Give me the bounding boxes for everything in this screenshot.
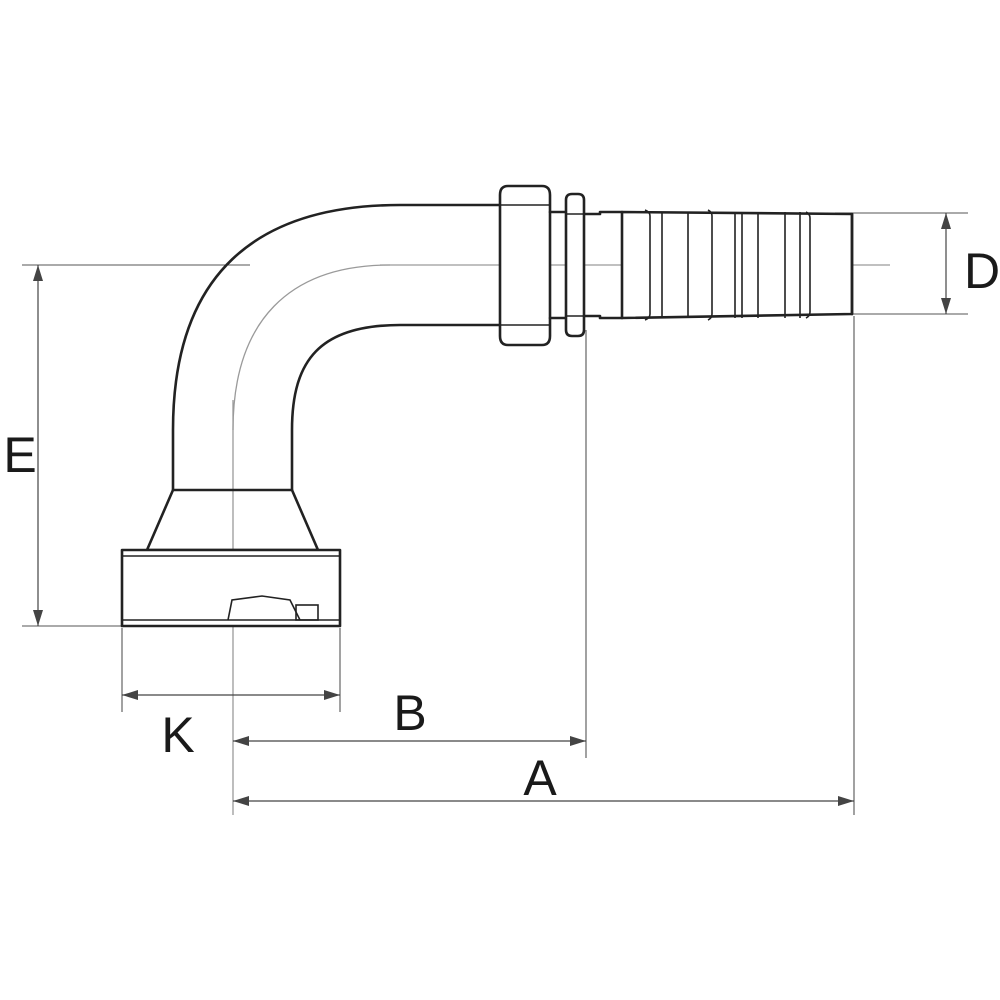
stem-neck <box>582 210 624 320</box>
arrow-k-right <box>324 690 340 700</box>
flange-block <box>120 548 342 628</box>
dimension-label-e: E <box>3 427 36 483</box>
dimension-label-a: A <box>523 750 557 806</box>
barbed-stem <box>620 210 854 320</box>
dimension-label-k: K <box>161 707 194 763</box>
dimension-labels: E D K B A <box>3 243 1000 806</box>
arrow-k-left <box>122 690 138 700</box>
dimension-label-b: B <box>393 685 426 741</box>
bend-inner-wall <box>290 323 502 492</box>
center-lines <box>232 264 890 815</box>
barb-ring <box>707 209 713 321</box>
flange-slot <box>295 604 319 621</box>
barb-ring <box>644 209 651 321</box>
arrow-d-bottom <box>941 298 951 314</box>
center-line-bend <box>232 264 391 431</box>
arrow-b-left <box>233 736 249 746</box>
bend-outer-wall <box>171 203 502 492</box>
dimension-lines <box>33 213 951 806</box>
barb-ring <box>805 211 811 319</box>
flange-notch <box>227 595 301 621</box>
extension-lines <box>22 212 968 815</box>
arrow-a-left <box>233 796 249 806</box>
hex-collar <box>498 184 552 347</box>
arrow-a-right <box>838 796 854 806</box>
arrow-b-right <box>570 736 586 746</box>
dimension-label-d: D <box>964 243 1000 299</box>
arrow-e-top <box>33 265 43 281</box>
barb-rings <box>621 209 811 321</box>
collar-neck <box>548 210 568 320</box>
arrow-d-top <box>941 213 951 229</box>
arrow-e-bottom <box>33 610 43 626</box>
fitting-body <box>120 184 854 628</box>
groove-ring <box>564 192 586 338</box>
